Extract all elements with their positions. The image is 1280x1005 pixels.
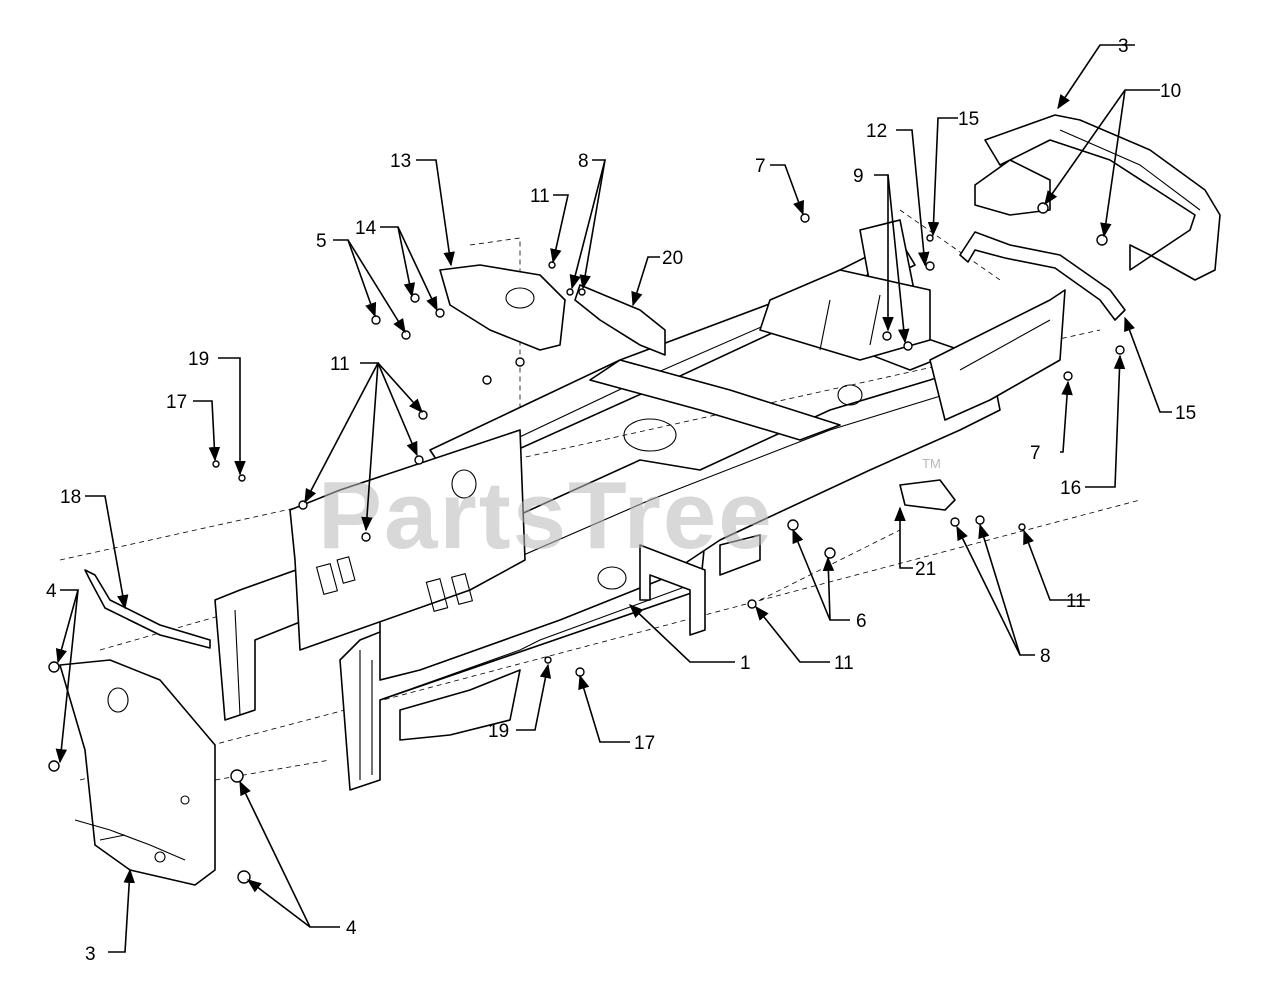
callout-11-left: 11	[330, 354, 350, 375]
callout-6: 6	[856, 611, 867, 632]
watermark: PartsTree TM	[318, 456, 941, 569]
watermark-trademark: TM	[922, 456, 941, 471]
callout-19-left: 19	[188, 349, 209, 370]
callout-12: 12	[866, 121, 887, 142]
callout-17-bottom: 17	[634, 733, 655, 754]
callout-20: 20	[662, 248, 683, 269]
callout-17-left: 17	[166, 392, 187, 413]
callout-8-right: 8	[1040, 646, 1051, 667]
upper-bracket-part	[439, 264, 566, 351]
front-bar-part	[84, 569, 211, 649]
callout-labels: 3 10 12 15 9 7 8 11 20 13 14 5 19 17 11 …	[46, 36, 1196, 965]
callout-leaders	[55, 44, 1172, 953]
callout-4-bottom: 4	[346, 918, 357, 939]
callout-15-top: 15	[958, 109, 979, 130]
callout-18: 18	[60, 487, 81, 508]
rear-bar-part	[959, 231, 1126, 321]
callout-7-right: 7	[1030, 443, 1041, 464]
callout-13: 13	[390, 151, 411, 172]
callout-11-bottom: 11	[834, 653, 854, 674]
callout-5: 5	[316, 231, 327, 252]
callout-1: 1	[740, 653, 751, 674]
side-bracket-part	[574, 284, 666, 356]
right-bracket-part	[899, 479, 956, 511]
callout-7-top: 7	[755, 156, 766, 177]
rear-bumper-part	[974, 114, 1221, 281]
callout-21: 21	[915, 559, 936, 580]
callout-3: 3	[85, 944, 96, 965]
watermark-text: PartsTree	[318, 462, 774, 569]
callout-11-top: 11	[530, 186, 550, 207]
callout-16: 15	[1175, 403, 1196, 424]
callout-19-bottom: 19	[488, 721, 509, 742]
callout-11-right: 11	[1066, 591, 1086, 612]
callout-15-right: 16	[1060, 478, 1081, 499]
callout-8-top: 8	[578, 151, 589, 172]
callout-14: 14	[355, 218, 377, 239]
front-plate-part	[59, 659, 216, 886]
callout-4-left: 4	[46, 581, 57, 602]
callout-10: 10	[1160, 81, 1181, 102]
callout-2: 3	[1118, 36, 1129, 57]
callout-9: 9	[853, 166, 864, 187]
